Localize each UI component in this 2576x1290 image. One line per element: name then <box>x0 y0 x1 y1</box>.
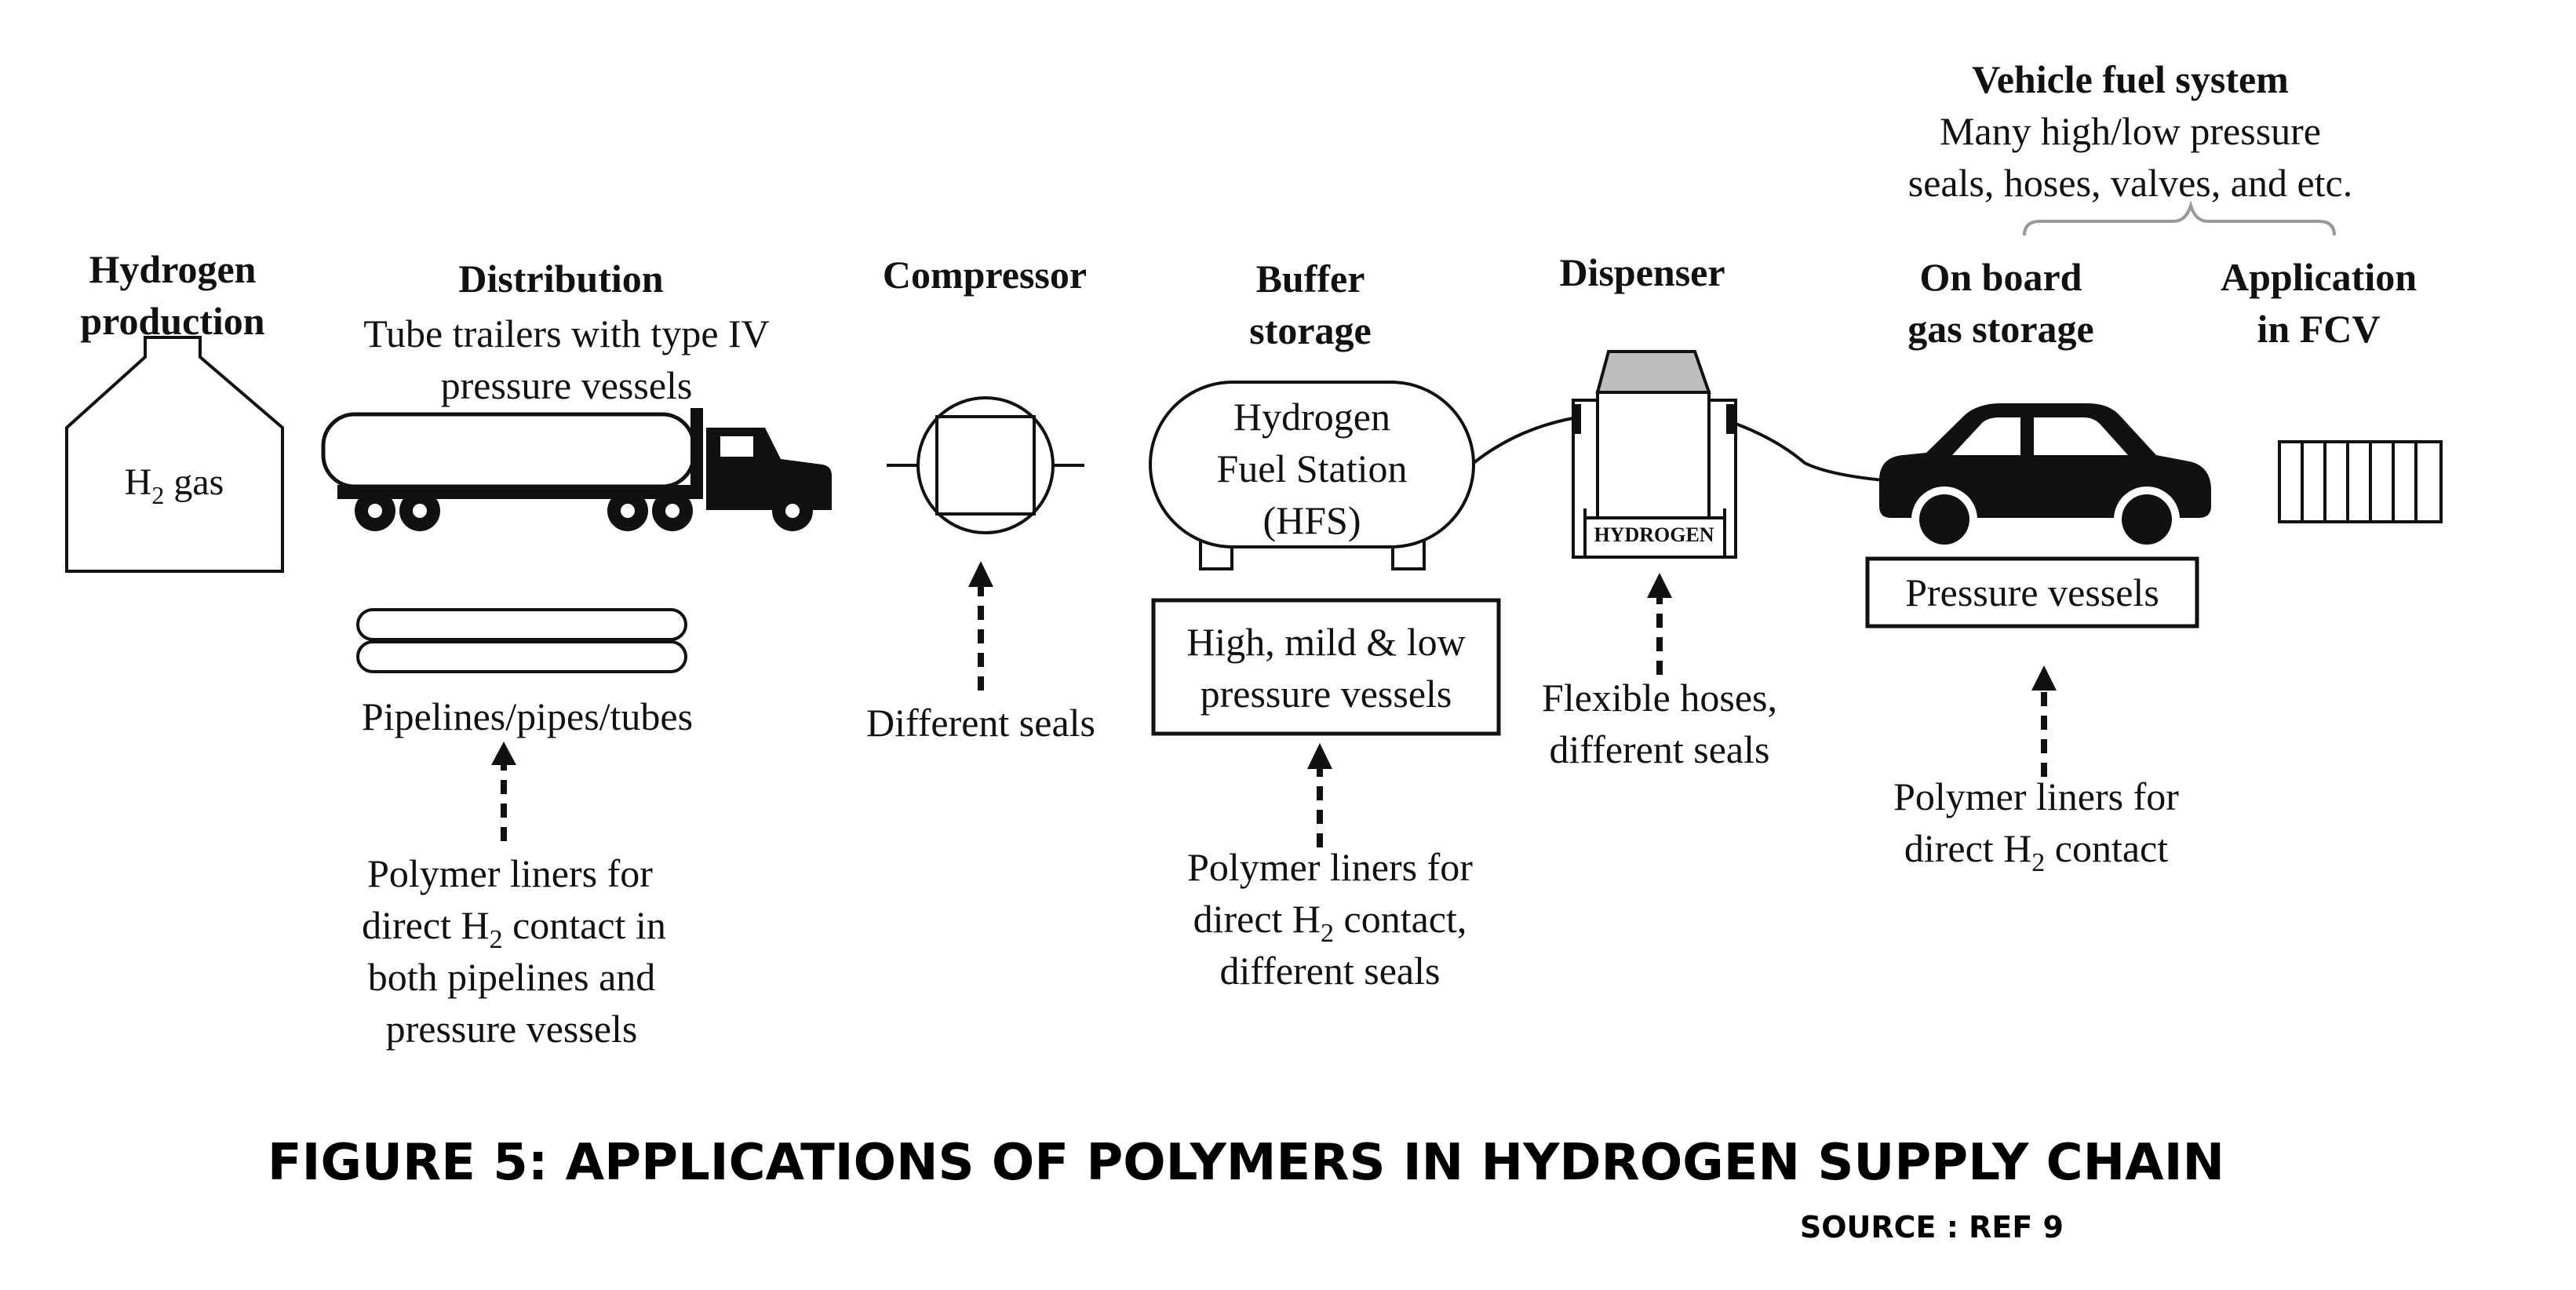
figure-caption-title: FIGURE 5: APPLICATIONS OF POLYMERS IN HY… <box>268 1134 2224 1192</box>
buffer-storage-tank-icon: Hydrogen Fuel Station (HFS) <box>1149 381 1475 570</box>
figure-caption-source: SOURCE : REF 9 <box>1800 1210 2064 1244</box>
buffer-tank-text-line1: Hydrogen <box>1233 395 1390 439</box>
hose-to-dispenser <box>1472 416 1578 465</box>
dispenser-icon: HYDROGEN <box>1572 350 1737 559</box>
compressor-title: Compressor <box>883 253 1087 297</box>
car-icon <box>1879 403 2211 552</box>
svg-text:direct H2 contact in: direct H2 contact in <box>362 903 666 954</box>
svg-text:direct H2 contact,: direct H2 contact, <box>1193 897 1467 948</box>
svg-text:Polymer liners for: Polymer liners for <box>1893 774 2179 818</box>
dispenser-note-line1: Flexible hoses, <box>1542 676 1777 720</box>
tube-trailer-truck-icon <box>321 408 832 531</box>
svg-text:pressure vessels: pressure vessels <box>386 1007 638 1051</box>
svg-text:both pipelines and: both pipelines and <box>368 955 656 999</box>
onboard-note: Polymer liners for direct H2 contact <box>1893 774 2179 877</box>
onboard-pressure-vessels-box: Pressure vessels <box>1865 556 2199 629</box>
compressor-arrowhead <box>968 561 993 587</box>
onboard-title-line2: gas storage <box>1907 307 2093 351</box>
buffer-note: Polymer liners for direct H2 contact, di… <box>1187 845 1473 993</box>
dispenser-arrowhead <box>1647 573 1672 598</box>
svg-text:Pressure vessels: Pressure vessels <box>1905 570 2159 614</box>
distribution-desc-line1: Tube trailers with type IV <box>363 312 770 355</box>
distribution-note: Polymer liners for direct H2 contact in … <box>362 851 666 1051</box>
svg-text:High, mild & low: High, mild & low <box>1186 620 1466 664</box>
dispenser-title: Dispenser <box>1559 250 1725 294</box>
buffer-tank-text-line3: (HFS) <box>1262 498 1361 542</box>
vehicle-fuel-system-title: Vehicle fuel system <box>1972 57 2289 101</box>
svg-text:direct H2 contact: direct H2 contact <box>1904 826 2168 877</box>
production-tank: H2 gas <box>65 336 284 573</box>
stage-titles: Hydrogen production Distribution Tube tr… <box>80 247 2417 407</box>
distribution-desc-line2: pressure vessels <box>441 363 693 407</box>
distribution-arrowhead <box>491 742 516 765</box>
production-title-line1: Hydrogen <box>89 247 257 291</box>
compressor-icon <box>887 396 1084 534</box>
vehicle-fuel-system-desc-line2: seals, hoses, valves, and etc. <box>1908 161 2353 205</box>
vehicle-fuel-system-brace <box>2023 200 2336 236</box>
pipelines-icon <box>356 608 687 673</box>
buffer-pressure-vessels-box: High, mild & low pressure vessels <box>1151 598 1501 736</box>
hose-to-car <box>1735 422 1884 482</box>
onboard-title-line1: On board <box>1919 255 2082 299</box>
distribution-title: Distribution <box>458 257 663 301</box>
buffer-title-line2: storage <box>1249 308 1372 352</box>
buffer-title-line1: Buffer <box>1256 257 1365 301</box>
svg-text:Polymer liners for: Polymer liners for <box>1187 845 1473 889</box>
dispenser-unit-label: HYDROGEN <box>1594 523 1714 546</box>
buffer-tank-text-line2: Fuel Station <box>1216 446 1407 490</box>
vehicle-fuel-system-desc-line1: Many high/low pressure <box>1940 109 2321 153</box>
truck-wheels <box>355 490 813 531</box>
svg-text:pressure vessels: pressure vessels <box>1201 672 1452 716</box>
svg-text:Polymer liners for: Polymer liners for <box>367 851 653 895</box>
buffer-arrowhead <box>1307 743 1332 769</box>
production-tank-label: H2 gas <box>125 461 224 509</box>
dispenser-note-line2: different seals <box>1550 727 1770 771</box>
svg-text:different seals: different seals <box>1220 949 1441 993</box>
fuel-cell-stack-icon <box>2278 440 2443 523</box>
application-title-line1: Application <box>2221 255 2417 299</box>
compressor-note: Different seals <box>866 701 1095 745</box>
pipelines-label: Pipelines/pipes/tubes <box>362 694 693 738</box>
application-title-line2: in FCV <box>2257 307 2381 351</box>
production-title-line2: production <box>80 299 264 343</box>
onboard-arrowhead <box>2031 665 2057 691</box>
